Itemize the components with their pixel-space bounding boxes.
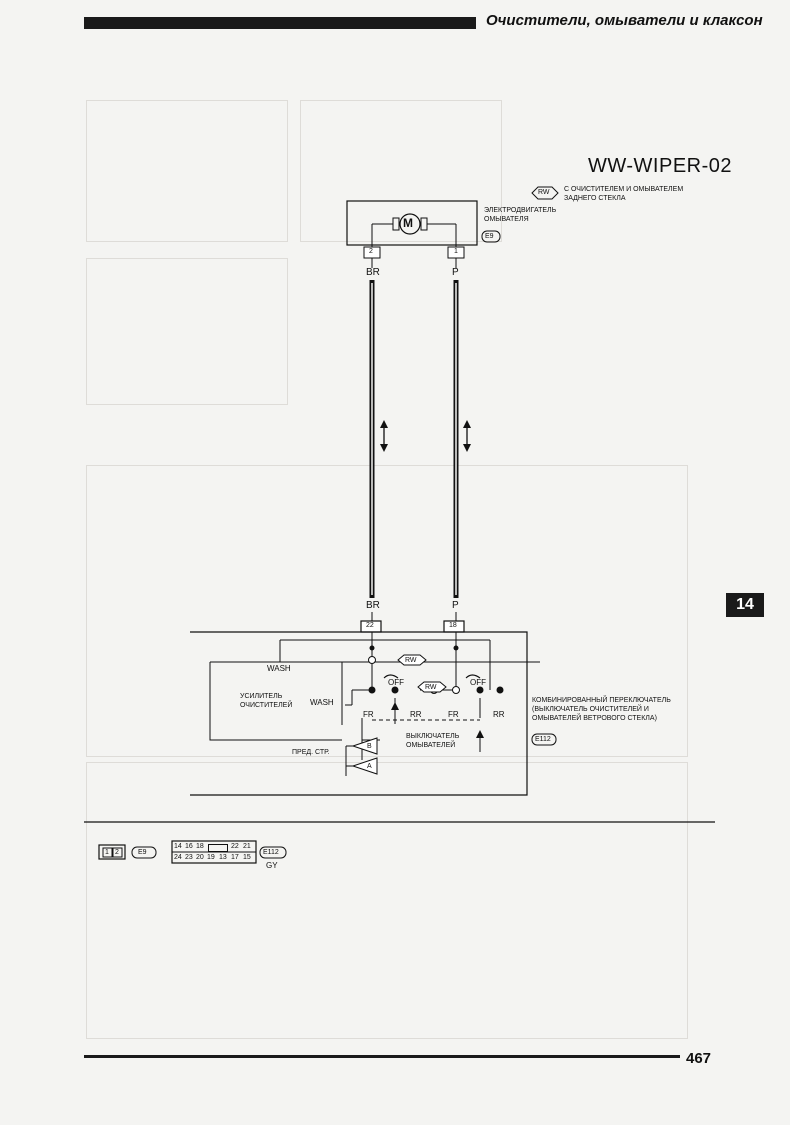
- ghost-box: [300, 100, 502, 242]
- wash-side-label: WASH: [310, 698, 334, 707]
- switch-connector-badge: [531, 733, 557, 746]
- off-right-label: OFF: [470, 678, 486, 687]
- switch-blades: [383, 674, 481, 679]
- pred-str-buttons: [345, 737, 378, 776]
- motor-icon: [371, 213, 457, 247]
- ghost-box: [86, 258, 288, 405]
- e112-key: [208, 844, 228, 852]
- e112-pin: 14: [174, 843, 182, 850]
- legend-text-1: С ОЧИСТИТЕЛЕМ И ОМЫВАТЕЛЕМ: [564, 186, 684, 193]
- section-title: Очистители, омыватели и клаксон: [486, 12, 763, 29]
- switch-connector-label: E112: [535, 736, 551, 743]
- washer-switch-label-1: ВЫКЛЮЧАТЕЛЬ: [406, 733, 460, 740]
- e9-label: E9: [138, 849, 147, 856]
- ghost-box: [86, 100, 288, 242]
- wire-color-p-top: P: [452, 267, 459, 278]
- legend-badge-text: RW: [538, 189, 550, 196]
- fr-left-label: FR: [363, 710, 374, 719]
- e112-pin: 13: [219, 854, 227, 861]
- e9-pin-1: 1: [105, 849, 109, 856]
- arrow-up-icon: [391, 702, 399, 724]
- page-number: 467: [686, 1050, 712, 1067]
- legend-text-2: ЗАДНЕГО СТЕКЛА: [564, 195, 626, 202]
- footer-rule: [84, 1055, 680, 1058]
- amplifier-box: [209, 662, 342, 741]
- motor-pin-2-label: 2: [369, 248, 373, 255]
- btn-a-label: A: [367, 763, 372, 770]
- washer-switch-label-2: ОМЫВАТЕЛЕЙ: [406, 742, 456, 749]
- e112-color: GY: [266, 861, 278, 870]
- pred-str-label: ПРЕД. СТР.: [292, 749, 330, 756]
- e112-pin: 18: [196, 843, 204, 850]
- arrow-up-icon: [476, 730, 484, 752]
- e112-pin: 20: [196, 854, 204, 861]
- rw-badge-top-label: RW: [405, 657, 417, 664]
- e112-pin: 16: [185, 843, 193, 850]
- e112-label: E112: [263, 849, 279, 856]
- rr-left-label: RR: [410, 710, 422, 719]
- motor-name-1: ЭЛЕКТРОДВИГАТЕЛЬ: [484, 207, 557, 214]
- rw-badge-mid: [417, 681, 447, 693]
- double-arrow-icon: [380, 420, 388, 452]
- rw-badge-mid-label: RW: [425, 684, 437, 691]
- btn-b-label: B: [367, 743, 372, 750]
- switch-name-3: ОМЫВАТЕЛЕЙ ВЕТРОВОГО СТЕКЛА): [532, 715, 657, 722]
- motor-pin-1-label: 1: [454, 248, 458, 255]
- e112-pin: 15: [243, 854, 251, 861]
- switch-pin-18-label: 18: [449, 622, 457, 629]
- header-bar: [84, 17, 476, 29]
- fr-right-label: FR: [448, 710, 459, 719]
- ghost-box: [86, 465, 688, 757]
- motor-connector-badge: [481, 230, 501, 243]
- legend-rw-badge: [531, 186, 559, 200]
- motor-box: [346, 200, 478, 246]
- e112-pin: 23: [185, 854, 193, 861]
- switch-internal-wiring: [210, 632, 540, 760]
- chapter-tab: 14: [726, 593, 764, 617]
- e9-connector-shape: [98, 844, 126, 860]
- switch-name-1: КОМБИНИРОВАННЫЙ ПЕРЕКЛЮЧАТЕЛЬ: [532, 697, 671, 704]
- amp-label-1: УСИЛИТЕЛЬ: [240, 693, 283, 700]
- motor-connector-label: E9: [485, 233, 494, 240]
- switch-pin-22-label: 22: [366, 622, 374, 629]
- off-left-label: OFF: [388, 678, 404, 687]
- e112-pin: 22: [231, 843, 239, 850]
- rw-badge-top: [397, 654, 427, 666]
- e112-pin: 19: [207, 854, 215, 861]
- amp-label-2: ОЧИСТИТЕЛЕЙ: [240, 702, 293, 709]
- wire-color-p-bottom: P: [452, 600, 459, 611]
- double-arrow-icon: [463, 420, 471, 452]
- diagram-title: WW-WIPER-02: [588, 155, 733, 177]
- e9-pin-2: 2: [115, 849, 119, 856]
- ghost-box: [86, 762, 688, 1039]
- wire-color-br-top: BR: [366, 267, 380, 278]
- e112-pin: 21: [243, 843, 251, 850]
- e112-pin: 24: [174, 854, 182, 861]
- motor-symbol: M: [403, 216, 413, 230]
- wire-color-br-bottom: BR: [366, 600, 380, 611]
- e112-connector-badge: [259, 846, 287, 859]
- e9-connector-badge: [131, 846, 157, 859]
- switch-box: [190, 631, 528, 796]
- switch-name-2: (ВЫКЛЮЧАТЕЛЬ ОЧИСТИТЕЛЕЙ И: [532, 706, 649, 713]
- e112-pin: 17: [231, 854, 239, 861]
- wash-top-label: WASH: [267, 664, 291, 673]
- motor-name-2: ОМЫВАТЕЛЯ: [484, 216, 529, 223]
- rr-right-label: RR: [493, 710, 505, 719]
